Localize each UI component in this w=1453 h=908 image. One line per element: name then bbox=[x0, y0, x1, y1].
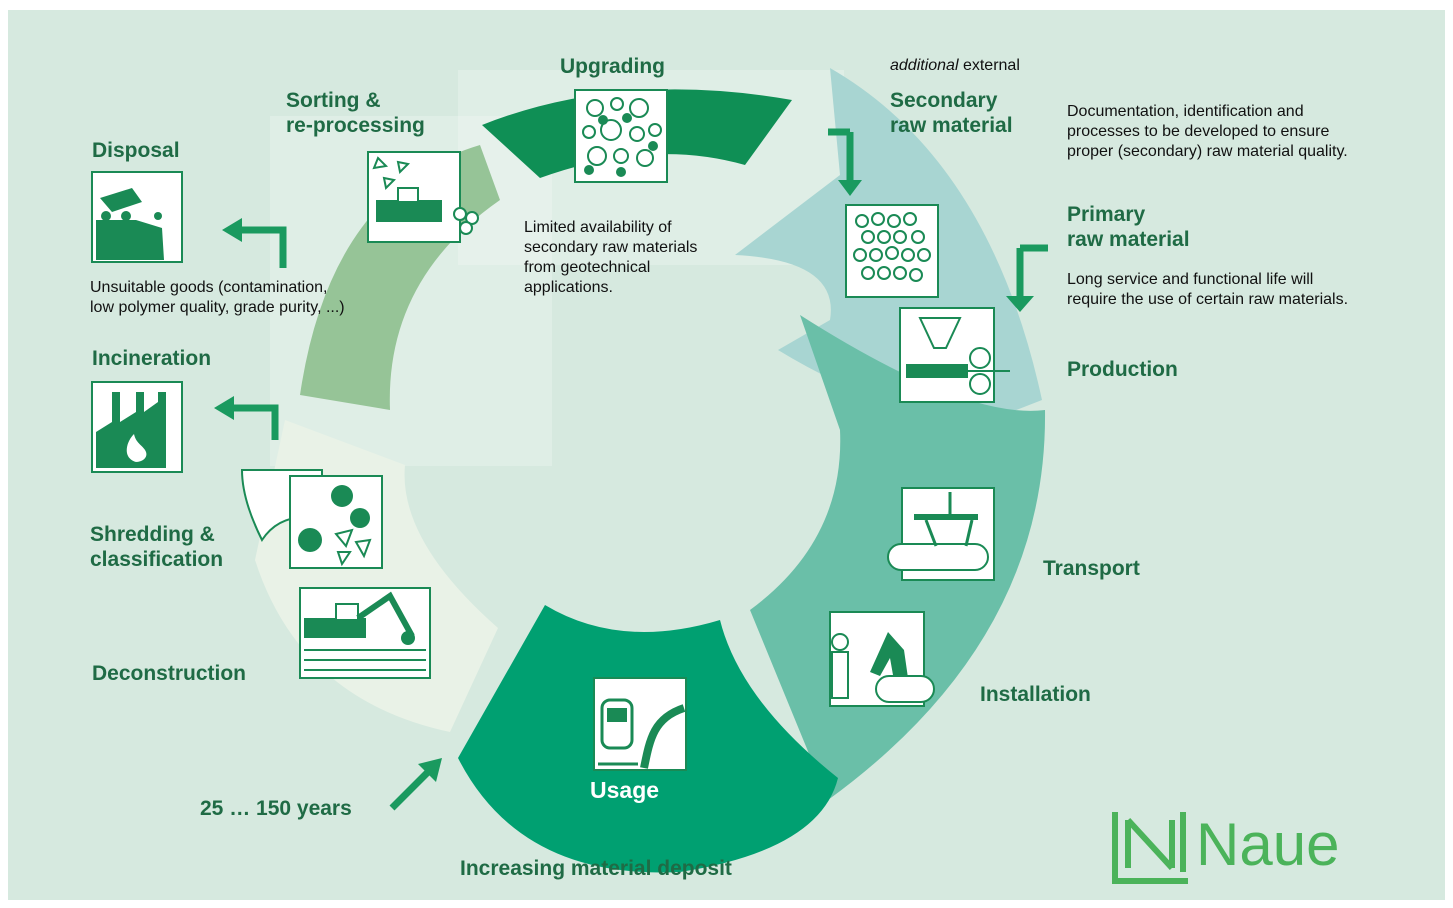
icon-disposal bbox=[91, 171, 183, 263]
icon-sorting bbox=[367, 151, 479, 243]
label-incineration: Incineration bbox=[92, 347, 212, 370]
arrow-secondary-head bbox=[838, 180, 862, 196]
icon-incineration bbox=[91, 381, 183, 473]
label-transport: Transport bbox=[1043, 557, 1140, 580]
label-deposit: Increasing material deposit bbox=[460, 857, 732, 880]
label-sorting: Sorting & re-processing bbox=[286, 89, 425, 137]
icon-upgrading bbox=[574, 89, 668, 183]
icon-transport bbox=[887, 487, 995, 581]
label-years: 25 … 150 years bbox=[200, 797, 352, 820]
arrow-to-disposal bbox=[240, 226, 287, 268]
label-deconstruction: Deconstruction bbox=[92, 662, 247, 685]
arrow-to-incineration bbox=[232, 404, 279, 440]
segment-deconstruction bbox=[255, 420, 498, 732]
note-long-life: Long service and functional life will re… bbox=[1067, 271, 1349, 308]
arrow-years bbox=[389, 765, 435, 811]
label-production: Production bbox=[1067, 358, 1178, 381]
note-limited: Limited availability of secondary raw ma… bbox=[524, 219, 698, 296]
arrow-to-disposal-head bbox=[222, 218, 242, 242]
note-unsuitable: Unsuitable goods (contamination, low pol… bbox=[90, 279, 345, 316]
icon-usage bbox=[593, 677, 687, 771]
label-upgrading: Upgrading bbox=[560, 55, 665, 78]
label-primary: Primary raw material bbox=[1067, 203, 1190, 251]
note-documentation: Documentation, identification and proces… bbox=[1067, 103, 1348, 160]
label-shredding: Shredding & classification bbox=[90, 523, 224, 571]
label-secondary: Secondary raw material bbox=[890, 89, 1013, 137]
icon-installation bbox=[829, 611, 935, 707]
label-disposal: Disposal bbox=[92, 139, 180, 162]
label-usage: Usage bbox=[590, 777, 660, 803]
icon-shredding bbox=[240, 469, 383, 569]
naue-logo-mark bbox=[1112, 812, 1188, 884]
arrow-to-incineration-head bbox=[214, 396, 234, 420]
naue-logo-text: Naue bbox=[1196, 811, 1340, 878]
arrow-years-head bbox=[418, 758, 442, 782]
arrow-primary-head bbox=[1006, 296, 1034, 312]
note-additional-external: additional external bbox=[890, 57, 1020, 74]
icon-secondary-material bbox=[845, 204, 939, 298]
icon-production bbox=[899, 307, 1010, 403]
icon-deconstruction bbox=[299, 587, 431, 679]
label-installation: Installation bbox=[980, 683, 1091, 706]
